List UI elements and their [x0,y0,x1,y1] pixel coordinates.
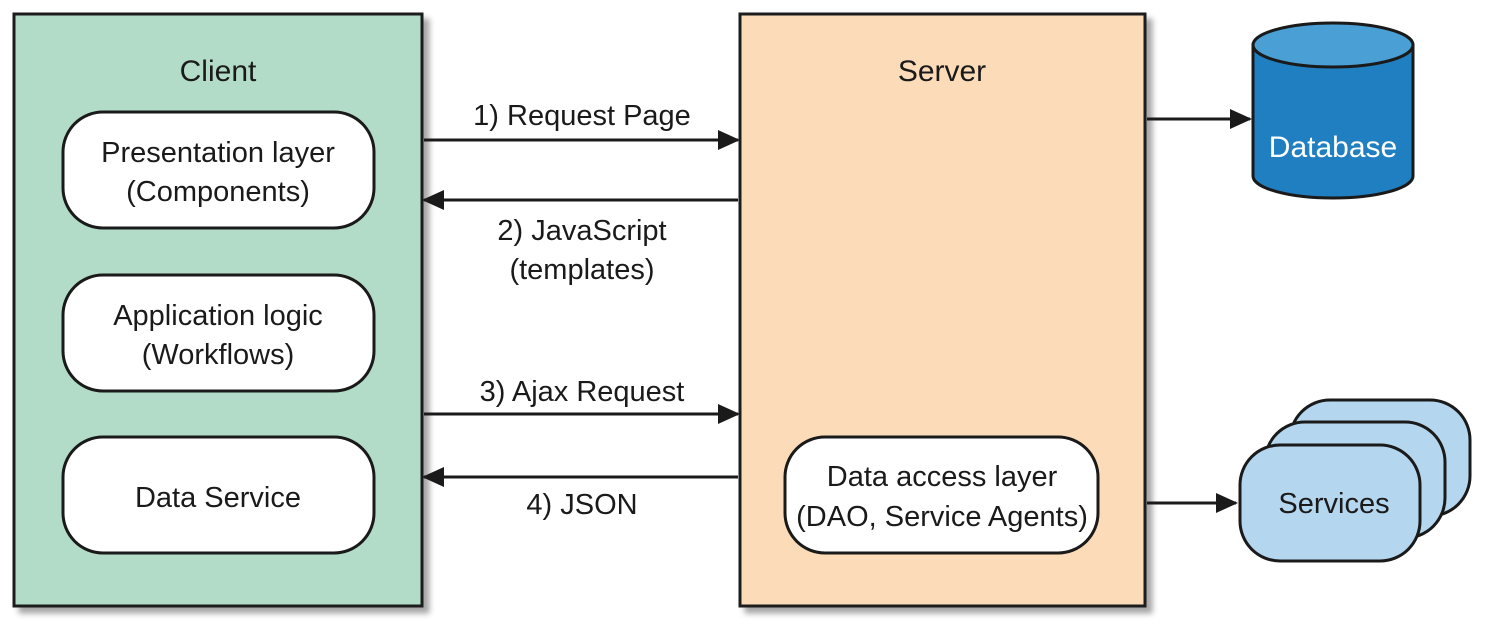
application-logic-sublabel: (Workflows) [142,339,295,371]
server-title: Server [898,55,986,88]
data-access-layer-box: Data access layer (DAO, Service Agents) [783,435,1100,555]
application-logic-box: Application logic (Workflows) [61,273,376,393]
data-service-box: Data Service [61,435,376,555]
arrow-request-page: 1) Request Page [424,100,740,150]
data-service-label: Data Service [135,482,301,514]
database-icon: Database [1251,21,1415,200]
presentation-layer-label: Presentation layer [101,137,335,169]
arrow-json: 4) JSON [422,467,738,521]
client-box: Client Presentation layer (Components) A… [12,12,424,608]
services-label: Services [1278,488,1389,520]
arrow-ajax-request: 3) Ajax Request [424,376,740,424]
data-access-layer-sublabel: (DAO, Service Agents) [796,501,1088,533]
arrow-ajax-request-label: 3) Ajax Request [480,376,685,408]
arrow-json-label: 4) JSON [526,489,637,521]
application-logic-label: Application logic [113,300,323,332]
arrow-javascript-sublabel: (templates) [509,254,654,286]
server-box: Server Data access layer (DAO, Service A… [738,12,1147,608]
services-stack: Services [1238,398,1472,563]
presentation-layer-box: Presentation layer (Components) [61,110,376,230]
data-access-layer-label: Data access layer [827,461,1058,493]
presentation-layer-sublabel: (Components) [126,176,310,208]
database-label: Database [1269,131,1397,164]
arrow-request-page-label: 1) Request Page [473,100,691,132]
arrow-javascript: 2) JavaScript (templates) [422,190,738,286]
client-title: Client [180,55,257,88]
arrow-javascript-label: 2) JavaScript [497,215,666,247]
